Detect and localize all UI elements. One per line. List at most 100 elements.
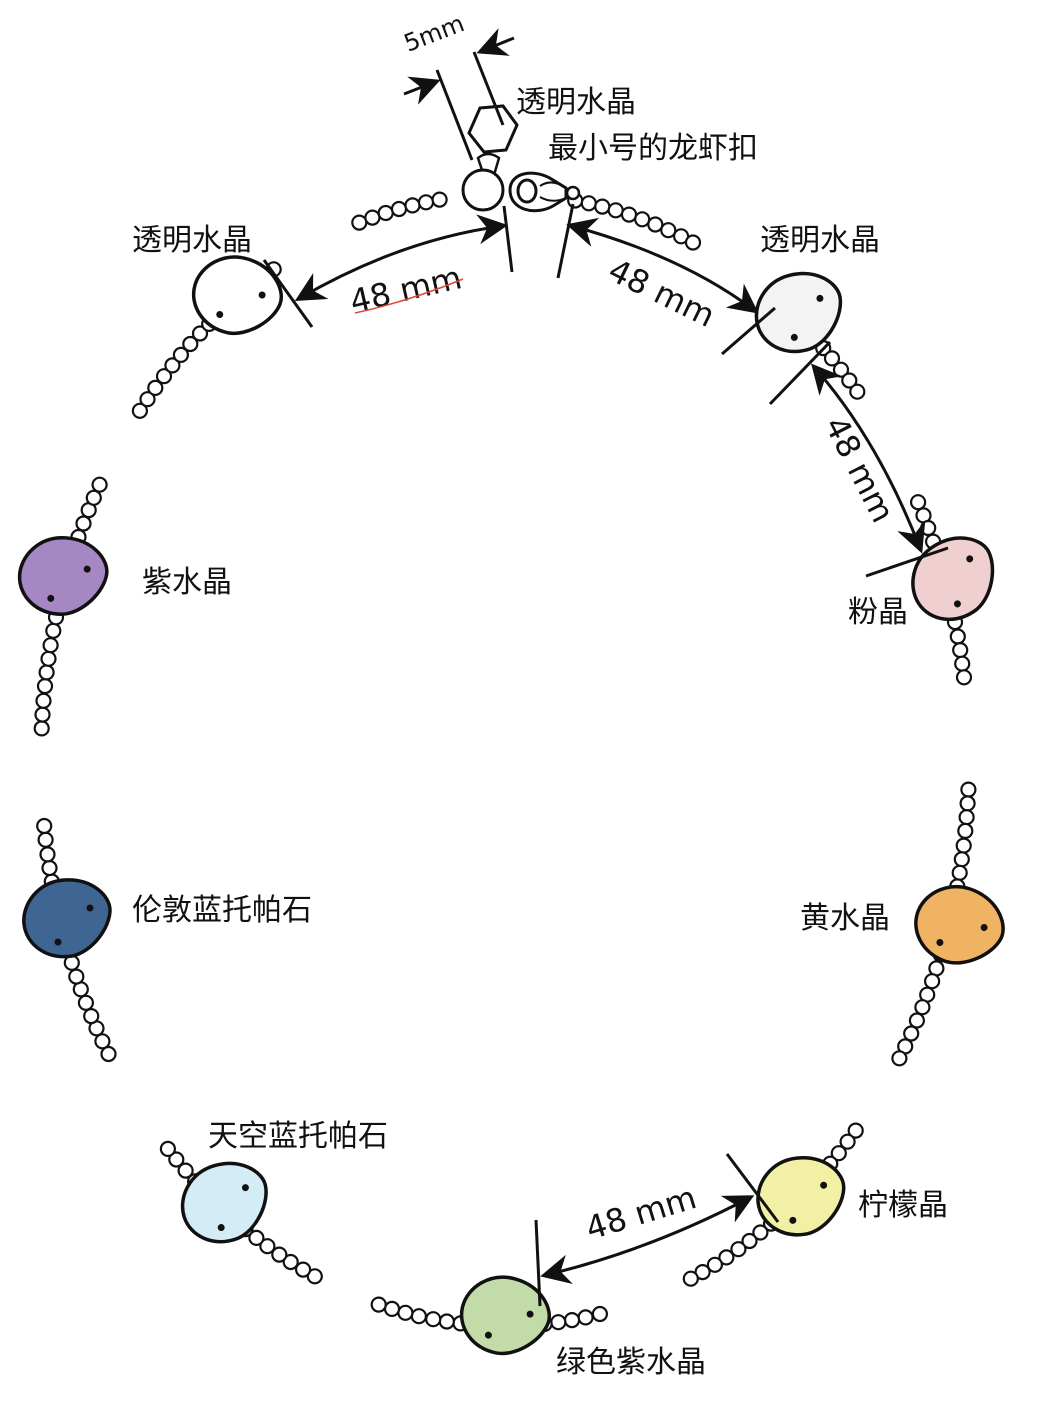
chain-bead bbox=[903, 1025, 920, 1042]
chain-bead bbox=[951, 864, 968, 881]
stone-drill-hole bbox=[980, 923, 988, 931]
chain-bead bbox=[620, 206, 638, 223]
chain-bead bbox=[139, 391, 156, 408]
stone-body bbox=[191, 255, 283, 336]
chain-bead bbox=[168, 1151, 185, 1168]
chain-bead bbox=[404, 197, 421, 214]
chain-bead bbox=[351, 214, 368, 231]
stone-drill-hole bbox=[47, 594, 55, 602]
stone-body bbox=[22, 878, 112, 959]
gap-extension-line-right bbox=[472, 51, 505, 126]
dim-top-right-label: 48 mm bbox=[602, 251, 720, 335]
chain-bead bbox=[849, 383, 866, 400]
clasp-ref-line-right bbox=[556, 203, 575, 279]
chain-bead bbox=[684, 234, 702, 251]
stone-body bbox=[911, 536, 995, 622]
chain-bead bbox=[425, 1311, 442, 1328]
stone-body bbox=[180, 1161, 268, 1244]
stone-drill-hole bbox=[790, 333, 798, 341]
chain-bead bbox=[85, 489, 102, 506]
chain-bead bbox=[147, 379, 164, 396]
chain-bead bbox=[839, 1133, 856, 1150]
chain-bead bbox=[282, 1253, 299, 1271]
chain-bead bbox=[306, 1268, 323, 1285]
label-amethyst: 紫水晶 bbox=[142, 565, 232, 600]
stone-body bbox=[17, 536, 109, 616]
chain-bead bbox=[37, 831, 54, 848]
stone-labels: 透明水晶 透明水晶 粉晶 紫水晶 伦敦蓝托帕石 黄水晶 天空蓝托帕石 柠檬晶 绿… bbox=[132, 223, 948, 1380]
chain-bead bbox=[38, 664, 55, 681]
pendant-crystal bbox=[467, 104, 519, 154]
gap-arrow-right bbox=[476, 28, 515, 56]
label-top-left-crystal: 透明水晶 bbox=[132, 223, 252, 258]
label-top-right-crystal: 透明水晶 bbox=[760, 223, 880, 258]
stone-drill-hole bbox=[217, 1224, 225, 1232]
chain-bead bbox=[591, 1305, 609, 1323]
chain-bead bbox=[159, 1140, 176, 1158]
chain-bead bbox=[41, 859, 58, 877]
stone-drill-hole bbox=[953, 600, 961, 608]
stone-body bbox=[754, 271, 843, 354]
chain-bead bbox=[431, 191, 448, 208]
stone-body bbox=[459, 1275, 551, 1356]
chain-bead bbox=[191, 325, 209, 342]
chain-bead bbox=[42, 637, 59, 654]
chain-bead bbox=[36, 817, 53, 835]
dim-right-label: 48 mm bbox=[817, 410, 902, 528]
label-lemon-quartz: 柠檬晶 bbox=[858, 1188, 948, 1223]
dim-top-right-tick bbox=[721, 306, 776, 356]
dim-top-right-arrow bbox=[566, 217, 759, 314]
stone-drill-hole bbox=[816, 294, 824, 302]
bead-chain bbox=[33, 191, 977, 1335]
chain-bead bbox=[33, 720, 50, 737]
chain-bead bbox=[248, 1229, 265, 1247]
jump-ring bbox=[461, 168, 505, 212]
chain-bead bbox=[563, 1311, 581, 1329]
chain-bead bbox=[647, 216, 664, 233]
stone-drill-hole bbox=[936, 938, 944, 946]
chain-bead bbox=[954, 655, 971, 672]
gap-arrow-left bbox=[403, 76, 441, 105]
stone-green bbox=[459, 1275, 551, 1356]
chain-bead bbox=[177, 1162, 194, 1179]
chain-bead bbox=[957, 822, 974, 840]
chain-bead bbox=[955, 837, 972, 854]
chain-bead bbox=[594, 198, 611, 215]
dim-bottom-tick-left bbox=[534, 1219, 542, 1307]
stone-sky-blue bbox=[180, 1161, 268, 1244]
chain-bead bbox=[914, 999, 931, 1016]
stone-amethyst bbox=[17, 536, 109, 616]
chain-bead bbox=[953, 851, 970, 868]
dim-right-tick-top bbox=[768, 340, 832, 406]
chain-bead bbox=[370, 1296, 387, 1313]
chain-bead bbox=[550, 1314, 567, 1331]
chain-bead bbox=[952, 641, 969, 659]
stone-citrine bbox=[914, 885, 1005, 965]
dim-top-left-tick bbox=[262, 259, 314, 328]
stone-top-left bbox=[191, 255, 283, 336]
stone-drill-hole bbox=[241, 1184, 249, 1192]
chain-bead bbox=[271, 1246, 288, 1263]
chain-bead bbox=[259, 1238, 276, 1255]
label-citrine: 黄水晶 bbox=[800, 901, 890, 936]
chain-bead bbox=[383, 1300, 401, 1318]
chain-bead bbox=[91, 476, 108, 493]
stone-body bbox=[914, 885, 1005, 965]
stone-drill-hole bbox=[83, 565, 91, 573]
stone-top-right bbox=[754, 271, 843, 354]
stone-drill-hole bbox=[86, 904, 94, 912]
dim-bottom-label: 48 mm bbox=[581, 1178, 700, 1247]
chain-bead bbox=[83, 1007, 100, 1025]
chain-bead bbox=[377, 204, 394, 222]
dim-bottom-tick-right bbox=[725, 1153, 780, 1223]
chain-bead bbox=[923, 973, 941, 990]
stone-drill-hole bbox=[966, 555, 974, 563]
stone-drill-hole bbox=[820, 1181, 828, 1189]
label-pink-quartz: 粉晶 bbox=[848, 595, 908, 630]
chain-bead bbox=[94, 1033, 111, 1050]
chain-bead bbox=[607, 202, 624, 219]
chain-bead bbox=[75, 515, 92, 532]
chain-bead bbox=[909, 494, 927, 511]
chain-bead bbox=[35, 692, 52, 709]
